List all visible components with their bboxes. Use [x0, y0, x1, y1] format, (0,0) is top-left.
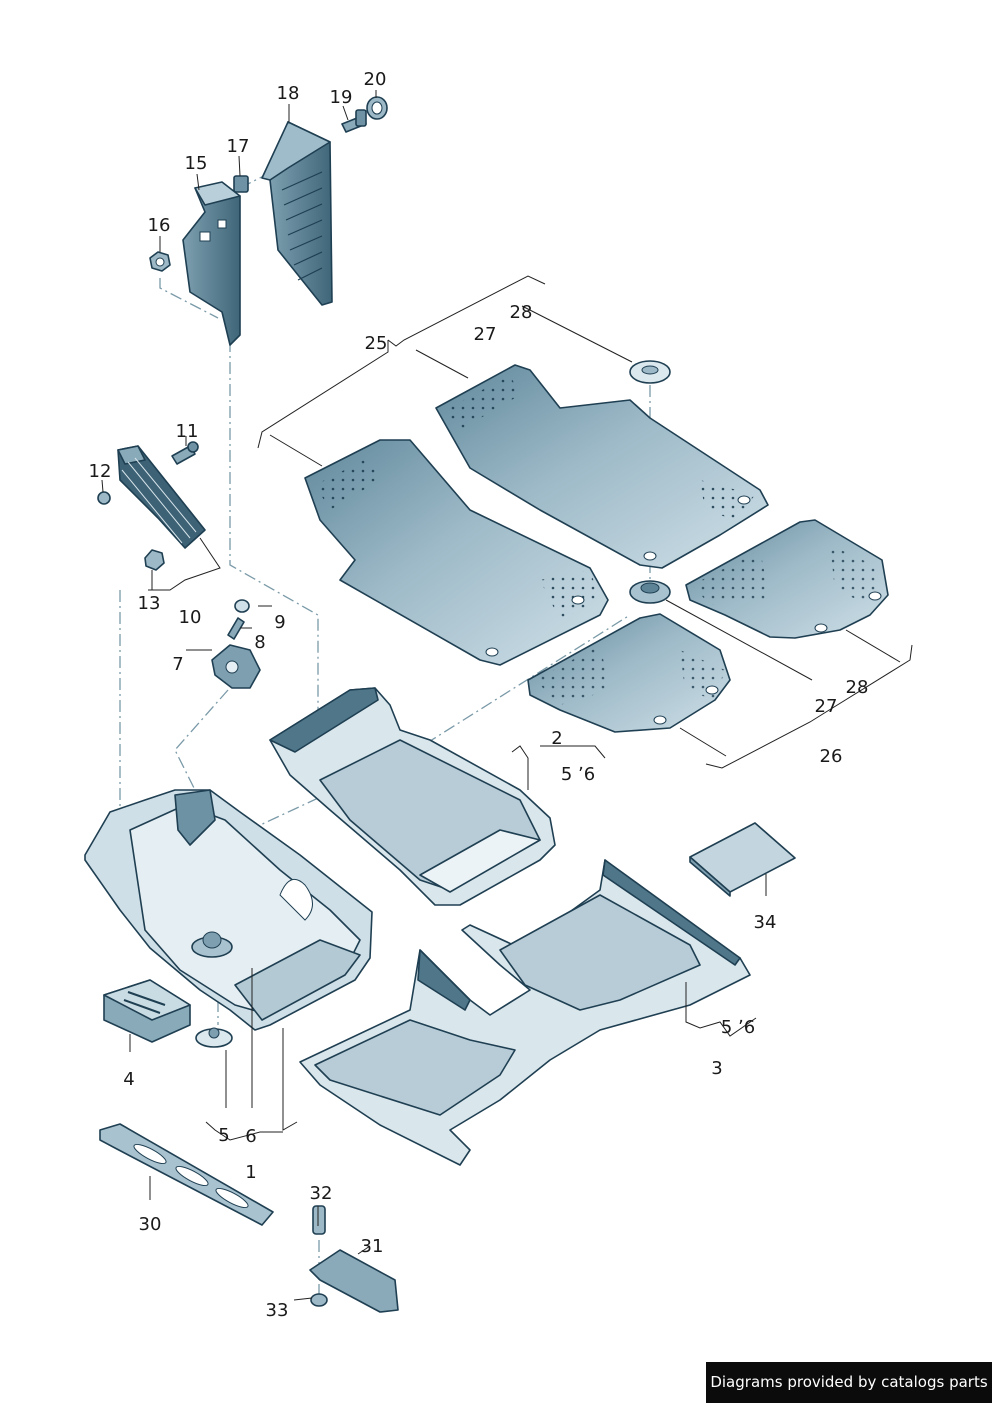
- callout-6: 6: [245, 1126, 256, 1147]
- part-16-nut: [149, 251, 171, 272]
- callout-20: 20: [364, 69, 387, 90]
- callout-7: 7: [172, 654, 183, 675]
- part-8-screw: [227, 617, 245, 640]
- callout-27-right: 27: [815, 696, 838, 717]
- part-20-grommet: [366, 96, 388, 120]
- callout-28-right: 28: [846, 677, 869, 698]
- callout-18: 18: [277, 83, 300, 104]
- callout-labels: 1 2 3 4 5 6 7 8 9 10 11 12 13 15 16 17 1…: [89, 69, 869, 1321]
- callout-31: 31: [361, 1236, 384, 1257]
- callout-33: 33: [266, 1300, 289, 1321]
- callout-10: 10: [179, 607, 202, 628]
- callout-19: 19: [330, 87, 353, 108]
- callout-5-6-upper: 5 ʼ6: [561, 764, 595, 785]
- part-19-bolt: [341, 109, 367, 133]
- callout-13: 13: [138, 593, 161, 614]
- callout-1: 1: [245, 1162, 256, 1183]
- part-31-bracket: [309, 1249, 399, 1313]
- callout-17: 17: [227, 136, 250, 157]
- callout-4: 4: [123, 1069, 134, 1090]
- part-28-fastener-top: [629, 360, 671, 384]
- part-33-nut: [310, 1293, 328, 1307]
- part-13-nut: [144, 549, 165, 571]
- part-26-rear-mat-left: [527, 613, 731, 733]
- part-30-rail: [99, 1123, 274, 1226]
- callout-25: 25: [365, 333, 388, 354]
- callout-5: 5: [218, 1125, 229, 1146]
- part-11-screw: [171, 441, 199, 465]
- callout-28-top: 28: [510, 302, 533, 323]
- attribution-banner: Diagrams provided by catalogs parts: [706, 1362, 992, 1403]
- part-2-passenger-liner: [269, 687, 556, 906]
- part-3-rear-liner: [299, 859, 751, 1166]
- part-7-housing: [211, 644, 261, 689]
- part-12-clip: [97, 491, 111, 505]
- callout-2: 2: [551, 728, 562, 749]
- callout-9: 9: [274, 612, 285, 633]
- part-pedal: [117, 445, 206, 549]
- callout-11: 11: [176, 421, 199, 442]
- part-28-fastener-center: [629, 580, 671, 604]
- part-5-disc: [195, 1027, 233, 1048]
- part-34-insert: [689, 822, 796, 897]
- part-4-module: [103, 979, 191, 1043]
- part-32-bolt: [312, 1205, 326, 1235]
- part-9-cap: [234, 599, 250, 613]
- leader-lines: [101, 90, 913, 1301]
- callout-12: 12: [89, 461, 112, 482]
- callout-16: 16: [148, 215, 171, 236]
- part-15-bracket: [182, 181, 241, 346]
- callout-32: 32: [310, 1183, 333, 1204]
- part-1-driver-liner: [84, 789, 373, 1031]
- callout-15: 15: [185, 153, 208, 174]
- part-27-front-mat-right: [435, 364, 769, 569]
- part-26-rear-mat-right: [685, 519, 889, 639]
- part-18-side-panel: [261, 121, 333, 306]
- callout-26: 26: [820, 746, 843, 767]
- callout-27-top: 27: [474, 324, 497, 345]
- callout-8: 8: [254, 632, 265, 653]
- part-25-front-mat-left: [304, 439, 609, 666]
- part-17-clip: [233, 175, 249, 193]
- callout-34: 34: [754, 912, 777, 933]
- callout-5-6-lower: 5 ʼ6: [721, 1017, 755, 1038]
- callout-30: 30: [139, 1214, 162, 1235]
- callout-3: 3: [711, 1058, 722, 1079]
